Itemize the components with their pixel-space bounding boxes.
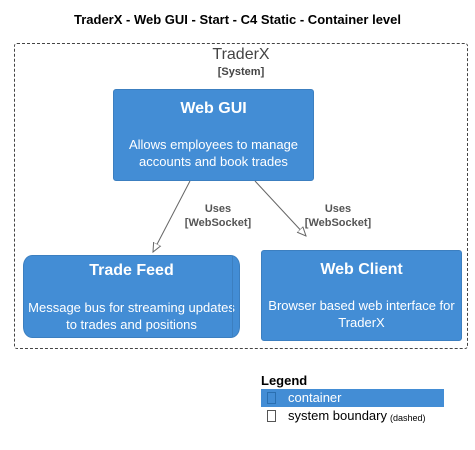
boundary-legend-icon	[267, 410, 276, 422]
relation-label-1: Uses [WebSocket]	[168, 202, 268, 230]
diagram-title: TraderX - Web GUI - Start - C4 Static - …	[74, 12, 401, 27]
container-trade-feed-name: Trade Feed	[89, 262, 174, 279]
system-boundary	[14, 43, 468, 349]
relation-label-2-text: Uses	[324, 203, 352, 215]
relation-line-webgui-tradefeed	[153, 180, 191, 252]
container-web-gui-description: Allows employees to manage accounts and …	[128, 137, 299, 169]
legend-item-container: container	[261, 389, 444, 407]
container-web-client-description: Browser based web interface for TraderX	[268, 298, 455, 330]
container-trade-feed[interactable]: Trade Feed Message bus for streaming upd…	[23, 255, 240, 338]
relation-line-webgui-webclient	[254, 180, 306, 236]
container-legend-icon	[267, 392, 276, 404]
relation-label-1-text: Uses	[204, 203, 232, 215]
relation-label-2-technology: [WebSocket]	[304, 217, 372, 229]
legend-item-boundary: system boundary (dashed)	[261, 407, 444, 425]
relation-label-1-technology: [WebSocket]	[184, 217, 252, 229]
legend-container-label: container	[288, 390, 342, 405]
container-web-gui[interactable]: Web GUI Allows employees to manage accou…	[113, 89, 314, 181]
boundary-name: TraderX	[212, 46, 270, 63]
legend-boundary-note: (dashed)	[390, 412, 426, 423]
relation-label-2: Uses [WebSocket]	[288, 202, 388, 230]
container-trade-feed-description: Message bus for streaming updates to tra…	[28, 300, 235, 332]
container-web-client[interactable]: Web Client Browser based web interface f…	[261, 250, 462, 341]
legend-boundary-label: system boundary	[288, 408, 387, 423]
legend-title: Legend	[261, 373, 308, 388]
container-web-gui-name: Web GUI	[180, 100, 247, 117]
boundary-type: [System]	[217, 66, 265, 78]
container-web-client-name: Web Client	[320, 261, 403, 278]
